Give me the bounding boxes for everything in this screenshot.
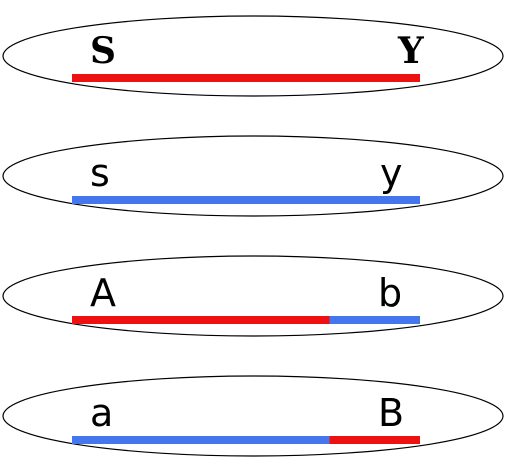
chromosome-0-left-label: S [90,30,116,72]
chromosome-1-right-label: y [380,151,403,195]
chromosome-3: a B [2,375,504,457]
chromosome-0-outline [2,15,504,97]
chromosome-2-segment-1 [329,316,420,324]
chromosome-0-right-label: Y [397,30,425,72]
chromosome-3-segment-1 [329,436,420,444]
chromosome-1-bar [72,196,420,204]
chromosome-2: A b [2,255,504,337]
chromosome-2-right-label: b [378,271,402,315]
chromosome-0-bar [72,74,420,82]
chromosome-1-left-label: s [90,151,110,195]
chromosome-3-right-label: B [378,391,404,435]
chromosome-2-left-label: A [90,271,116,315]
chromosome-3-outline [2,375,504,457]
chromosome-0-segment-0 [72,74,420,82]
chromosome-3-bar [72,436,420,444]
chromosome-2-bar [72,316,420,324]
chromosome-3-left-label: a [90,391,113,435]
chromosome-2-segment-0 [72,316,330,324]
chromosome-2-outline [2,255,504,337]
chromosome-0: S Y [2,15,504,97]
chromosome-3-segment-0 [72,436,330,444]
chromosome-1-segment-0 [72,196,420,204]
chromosome-1: s y [2,135,504,217]
chromosome-1-outline [2,135,504,217]
